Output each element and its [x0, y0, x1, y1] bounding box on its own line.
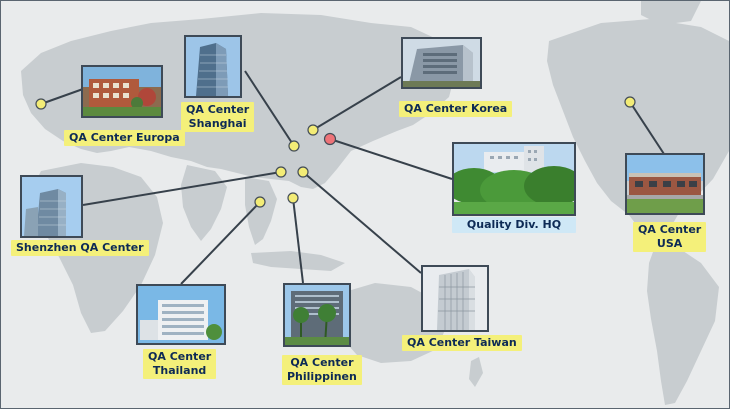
marker-philippinen: [287, 192, 299, 204]
connector-hq: [329, 138, 453, 180]
marker-korea: [307, 124, 319, 136]
label-line: QA Center: [638, 223, 702, 236]
label-qa-center-usa: QA Center USA: [633, 222, 707, 252]
label-line: USA: [656, 237, 683, 250]
label-qa-center-taiwan: QA Center Taiwan: [402, 335, 522, 351]
label-line: QA Center: [148, 350, 212, 363]
connector-usa: [629, 101, 665, 155]
landmass-southeast-asia: [245, 177, 277, 245]
location-markers: [35, 96, 636, 208]
landmass-indonesia: [251, 251, 345, 271]
photo-qa-center-korea: [401, 37, 482, 89]
connector-philippinen: [292, 197, 304, 284]
label-line: QA Center Korea: [404, 102, 508, 115]
marker-shanghai: [288, 140, 300, 152]
label-shenzhen-qa-center: Shenzhen QA Center: [11, 240, 149, 256]
label-qa-center-thailand: QA Center Thailand: [143, 349, 217, 379]
connector-lines: [40, 70, 665, 285]
marker-taiwan: [297, 166, 309, 178]
label-line: Shenzhen QA Center: [16, 241, 144, 254]
photo-qa-center-thailand: [136, 284, 226, 345]
marker-europa: [35, 98, 47, 110]
label-line: Philippinen: [287, 370, 357, 383]
connector-taiwan: [302, 171, 422, 274]
connector-thailand: [180, 201, 261, 285]
connector-shanghai: [244, 70, 295, 147]
landmass-south-america: [647, 241, 719, 405]
label-qa-center-korea: QA Center Korea: [399, 101, 513, 117]
marker-usa: [624, 96, 636, 108]
label-line: QA Center Taiwan: [407, 336, 517, 349]
photo-qa-center-usa: [625, 153, 705, 215]
photo-qa-center-shanghai: [184, 35, 242, 98]
marker-shenzhen: [275, 166, 287, 178]
label-qa-center-europa: QA Center Europa: [64, 130, 185, 146]
photo-qa-center-europa: [81, 65, 163, 118]
marker-thailand: [254, 196, 266, 208]
label-qa-center-philippinen: QA Center Philippinen: [282, 355, 362, 385]
label-line: Shanghai: [188, 117, 247, 130]
label-line: QA Center Europa: [69, 131, 180, 144]
landmass-new-zealand: [469, 357, 483, 387]
photo-qa-center-philippinen: [283, 283, 351, 347]
photo-qa-center-taiwan: [421, 265, 489, 332]
label-line: QA Center: [290, 356, 354, 369]
label-line: Quality Div. HQ: [466, 218, 562, 231]
label-line: QA Center: [186, 103, 250, 116]
label-quality-div-hq: Quality Div. HQ: [452, 217, 576, 233]
marker-hq: [323, 132, 337, 146]
landmass-greenland: [641, 1, 701, 25]
landmass-japan: [321, 99, 341, 143]
connector-europa: [40, 88, 84, 105]
photo-shenzhen-qa-center: [20, 175, 83, 238]
label-qa-center-shanghai: QA Center Shanghai: [181, 102, 255, 132]
landmass-india: [181, 165, 227, 241]
photo-quality-div-hq: [452, 142, 576, 216]
connector-shenzhen: [82, 171, 282, 206]
label-line: Thailand: [152, 364, 207, 377]
connector-korea: [312, 76, 402, 131]
